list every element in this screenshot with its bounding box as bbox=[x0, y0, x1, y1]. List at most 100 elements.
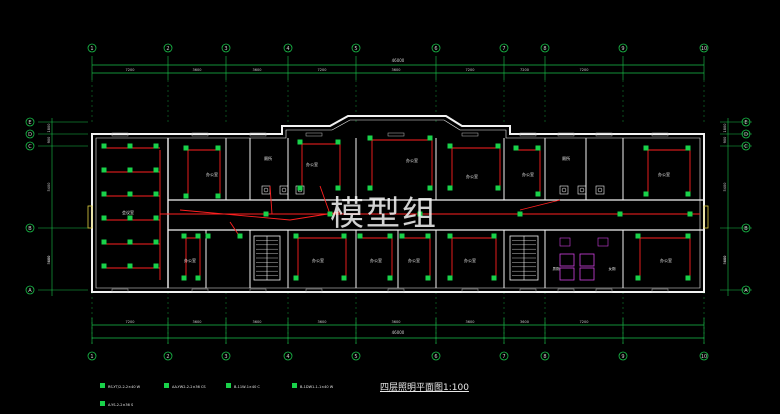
dim-text-span-bottom: 7200 bbox=[126, 320, 135, 324]
light-fixture bbox=[635, 275, 641, 281]
light-fixture bbox=[387, 275, 393, 281]
room-label-mens-wc: 男厕 bbox=[553, 266, 561, 271]
light-fixture bbox=[183, 193, 189, 199]
room-label-toilet: 厕所 bbox=[264, 155, 272, 161]
axis-label-right: B bbox=[744, 226, 748, 232]
axis-label-left: C bbox=[28, 144, 32, 150]
axis-bubble bbox=[431, 351, 441, 361]
axis-label-left: E bbox=[28, 120, 31, 126]
light-fixture bbox=[635, 233, 641, 239]
light-fixture bbox=[181, 275, 187, 281]
toilet-fixture bbox=[577, 185, 587, 195]
window bbox=[557, 132, 575, 137]
light-fixture bbox=[447, 233, 453, 239]
drawing-title: 四层照明平面图1:100 bbox=[380, 383, 469, 393]
toilet-bowl bbox=[597, 187, 603, 193]
wiring-run bbox=[269, 185, 273, 215]
light-fixture bbox=[685, 191, 691, 197]
light-fixture bbox=[101, 215, 107, 221]
dim-text-span: 7200 bbox=[520, 68, 529, 72]
axis-label-right: C bbox=[744, 144, 748, 150]
window bbox=[557, 288, 575, 293]
light-fixture bbox=[263, 211, 269, 217]
light-fixture bbox=[101, 263, 107, 269]
wiring-run bbox=[179, 209, 341, 221]
light-fixture bbox=[685, 275, 691, 281]
dim-text-span-bottom: 7200 bbox=[580, 320, 589, 324]
axis-bubble bbox=[540, 351, 550, 361]
side-dim-text: 1800 bbox=[47, 124, 51, 133]
window bbox=[519, 288, 537, 293]
light-fixture bbox=[341, 233, 347, 239]
axis-label-left: A bbox=[28, 288, 32, 294]
dim-text-span: 3600 bbox=[253, 68, 262, 72]
wc-stall bbox=[579, 253, 595, 267]
room-label-office: 办公室 bbox=[206, 171, 218, 177]
room-label-office: 办公室 bbox=[660, 257, 672, 263]
dim-text-overall-bottom: 46000 bbox=[392, 330, 405, 335]
room-label-toilet: 厕所 bbox=[562, 155, 570, 161]
light-fixture bbox=[399, 233, 405, 239]
light-fixture bbox=[617, 211, 623, 217]
room-label-office: 办公室 bbox=[522, 171, 534, 177]
light-fixture bbox=[517, 211, 523, 217]
axis-label-top: 5 bbox=[354, 46, 357, 52]
window bbox=[387, 132, 405, 137]
wiring-run bbox=[319, 185, 331, 215]
light-fixture bbox=[447, 275, 453, 281]
axis-label-top: 8 bbox=[543, 46, 546, 52]
window bbox=[519, 132, 537, 137]
wc-stall bbox=[559, 253, 575, 267]
dim-text-span-bottom: 3600 bbox=[193, 320, 202, 324]
toilet-bowl bbox=[263, 187, 269, 193]
window bbox=[461, 288, 479, 293]
light-fixture bbox=[357, 233, 363, 239]
axis-label-top: 4 bbox=[286, 46, 289, 52]
axis-label-bottom: 9 bbox=[621, 354, 624, 360]
axis-bubble bbox=[618, 43, 628, 53]
light-fixture bbox=[643, 145, 649, 151]
light-fixture bbox=[153, 191, 159, 197]
dim-text-span-bottom: 3600 bbox=[392, 320, 401, 324]
light-fixture bbox=[335, 139, 341, 145]
axis-bubble bbox=[431, 43, 441, 53]
dim-text-span: 3600 bbox=[392, 68, 401, 72]
light-fixture bbox=[101, 191, 107, 197]
toilet-fixture bbox=[595, 185, 605, 195]
axis-bubble bbox=[87, 351, 97, 361]
wc-stall bbox=[559, 267, 575, 281]
legend-symbol bbox=[226, 383, 231, 388]
light-fixture bbox=[215, 193, 221, 199]
axis-bubble bbox=[499, 351, 509, 361]
light-fixture bbox=[367, 185, 373, 191]
dim-text-span: 7200 bbox=[466, 68, 475, 72]
wc-stall bbox=[579, 267, 595, 281]
wiring-run bbox=[519, 199, 561, 211]
axis-label-left: D bbox=[28, 132, 32, 138]
room-label-office: 办公室 bbox=[408, 257, 420, 263]
light-fixture bbox=[297, 139, 303, 145]
axis-bubble bbox=[741, 285, 751, 295]
window bbox=[651, 288, 669, 293]
axis-bubble bbox=[741, 117, 751, 127]
axis-label-bottom: 1 bbox=[90, 354, 93, 360]
light-fixture bbox=[427, 135, 433, 141]
room-label-office: 办公室 bbox=[312, 257, 324, 263]
side-dim-text: 1800 bbox=[723, 124, 727, 133]
light-fixture bbox=[237, 233, 243, 239]
toilet-fixture bbox=[559, 185, 569, 195]
light-fixture bbox=[293, 233, 299, 239]
light-fixture bbox=[341, 275, 347, 281]
axis-bubble bbox=[25, 285, 35, 295]
axis-bubble bbox=[25, 129, 35, 139]
light-fixture bbox=[495, 143, 501, 149]
light-fixture bbox=[127, 239, 133, 245]
light-fixture bbox=[685, 233, 691, 239]
dim-text-span-bottom: 3600 bbox=[318, 320, 327, 324]
light-fixture bbox=[425, 275, 431, 281]
toilet-bowl bbox=[281, 187, 287, 193]
legend-text: RS-YT/2-2-2×40 W bbox=[108, 385, 141, 389]
wiring-run bbox=[229, 221, 239, 235]
light-fixture bbox=[387, 233, 393, 239]
room-label-office: 办公室 bbox=[658, 171, 670, 177]
